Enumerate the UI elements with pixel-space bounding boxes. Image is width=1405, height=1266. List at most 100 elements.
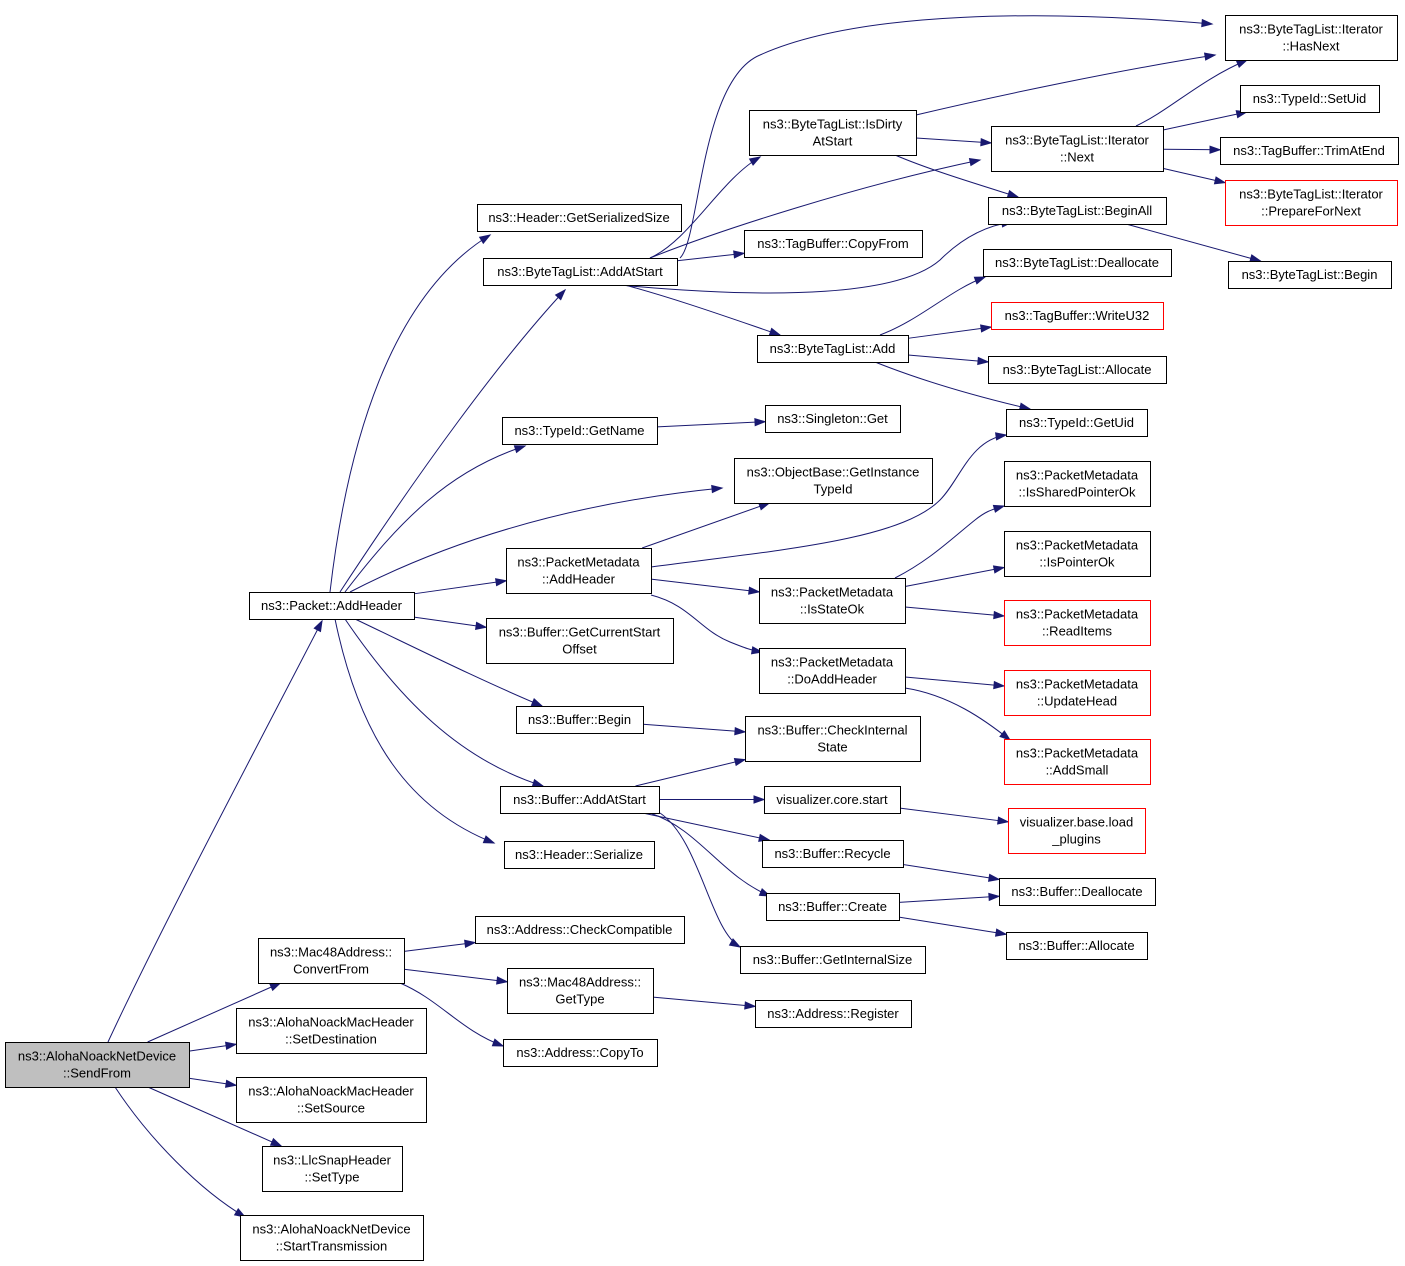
node-label: State [817, 740, 847, 755]
node-box [1004, 461, 1151, 507]
node-packetmetadata-updatehead[interactable]: ns3::PacketMetadata::UpdateHead [1004, 670, 1151, 716]
node-header-getserializedsize[interactable]: ns3::Header::GetSerializedSize [477, 204, 682, 232]
node-alohanoackmacheader-setdestination[interactable]: ns3::AlohaNoackMacHeader::SetDestination [236, 1008, 427, 1054]
edge-line [619, 221, 1013, 294]
node-visualizer-base-load-plugins[interactable]: visualizer.base.load _plugins [1008, 808, 1146, 854]
node-bytetaglist-iterator-hasnext[interactable]: ns3::ByteTagList::Iterator::HasNext [1225, 15, 1398, 61]
node-box [764, 786, 901, 814]
node-box [516, 706, 644, 734]
edge-n2-to-n17 [399, 982, 505, 1047]
node-label: _plugins [1051, 832, 1101, 847]
node-bytetaglist-beginall[interactable]: ns3::ByteTagList::BeginAll [988, 197, 1167, 225]
node-bytetaglist-add[interactable]: ns3::ByteTagList::Add [757, 335, 909, 363]
edge-line [676, 252, 745, 262]
node-buffer-addatstart[interactable]: ns3::Buffer::AddAtStart [500, 786, 660, 814]
node-buffer-deallocate[interactable]: ns3::Buffer::Deallocate [999, 878, 1156, 906]
edge-arrowhead [269, 982, 282, 992]
node-packetmetadata-issharedpointerok[interactable]: ns3::PacketMetadata::IsSharedPointerOk [1004, 461, 1151, 507]
edge-arrowhead [980, 324, 993, 333]
node-box [1004, 739, 1151, 785]
node-label: ::AddHeader [542, 572, 616, 587]
edge-arrowhead [1201, 18, 1214, 28]
node-label: ::SendFrom [63, 1066, 131, 1081]
node-bytetaglist-allocate[interactable]: ns3::ByteTagList::Allocate [988, 356, 1167, 384]
node-bytetaglist-deallocate[interactable]: ns3::ByteTagList::Deallocate [983, 249, 1172, 277]
node-tagbuffer-copyfrom[interactable]: ns3::TagBuffer::CopyFrom [744, 230, 923, 258]
node-label: ns3::TagBuffer::WriteU32 [1005, 308, 1150, 323]
node-label: ns3::Address::CheckCompatible [487, 922, 673, 937]
edge-n1-to-n8 [339, 288, 567, 593]
node-box [249, 592, 415, 620]
node-box [475, 916, 685, 944]
edge-line [879, 276, 986, 336]
node-buffer-recycle[interactable]: ns3::Buffer::Recycle [762, 840, 904, 868]
node-label: ns3::ByteTagList::Iterator [1005, 133, 1149, 148]
node-packet-addheader[interactable]: ns3::Packet::AddHeader [249, 592, 415, 620]
node-tagbuffer-trimatend[interactable]: ns3::TagBuffer::TrimAtEnd [1220, 137, 1399, 165]
node-packetmetadata-addsmall[interactable]: ns3::PacketMetadata::AddSmall [1004, 739, 1151, 785]
node-alohanoacknetdevice-sendfrom[interactable]: ns3::AlohaNoackNetDevice::SendFrom [5, 1042, 190, 1088]
node-packetmetadata-isstateok[interactable]: ns3::PacketMetadata::IsStateOk [759, 578, 906, 624]
edge-n2-to-n16 [403, 968, 509, 985]
node-typeid-setuid[interactable]: ns3::TypeId::SetUid [1240, 85, 1380, 113]
node-buffer-allocate[interactable]: ns3::Buffer::Allocate [1006, 932, 1148, 960]
node-bytetaglist-addatstart[interactable]: ns3::ByteTagList::AddAtStart [483, 258, 678, 286]
node-typeid-getname[interactable]: ns3::TypeId::GetName [502, 417, 658, 445]
node-mac48address-convertfrom[interactable]: ns3::Mac48Address::ConvertFrom [258, 938, 405, 984]
edge-line [649, 156, 761, 259]
edge-n10-to-n22 [641, 502, 771, 549]
node-box [765, 405, 901, 433]
edge-arrowhead [495, 578, 508, 587]
node-alohanoackmacheader-setsource[interactable]: ns3::AlohaNoackMacHeader::SetSource [236, 1077, 427, 1123]
node-label: visualizer.base.load [1020, 815, 1133, 830]
edge-arrowhead [496, 976, 509, 985]
node-box [991, 126, 1164, 172]
node-bytetaglist-begin[interactable]: ns3::ByteTagList::Begin [1228, 261, 1392, 289]
edge-line [107, 620, 323, 1043]
node-packetmetadata-ispointerok[interactable]: ns3::PacketMetadata::IsPointerOk [1004, 531, 1151, 577]
node-bytetaglist-iterator-preparefornext[interactable]: ns3::ByteTagList::Iterator::PrepareForNe… [1225, 180, 1398, 226]
node-alohanoacknetdevice-starttransmission[interactable]: ns3::AlohaNoackNetDevice::StartTransmiss… [240, 1215, 424, 1261]
node-label: ns3::TagBuffer::TrimAtEnd [1233, 143, 1385, 158]
node-packetmetadata-doaddheader[interactable]: ns3::PacketMetadata::DoAddHeader [759, 648, 906, 694]
edge-n23-to-n37 [894, 504, 1006, 579]
edge-line [624, 284, 781, 336]
edge-arrowhead [711, 484, 724, 494]
node-box [734, 458, 933, 504]
node-label: AtStart [813, 134, 853, 149]
node-singleton-get[interactable]: ns3::Singleton::Get [765, 405, 901, 433]
edge-arrowhead [733, 250, 746, 259]
node-llcsnapheader-settype[interactable]: ns3::LlcSnapHeader::SetType [262, 1146, 403, 1192]
edge-arrowhead [233, 1207, 247, 1218]
node-address-checkcompatible[interactable]: ns3::Address::CheckCompatible [475, 916, 685, 944]
node-label: ns3::Mac48Address:: [270, 945, 392, 960]
node-mac48address-gettype[interactable]: ns3::Mac48Address::GetType [507, 968, 654, 1014]
node-label: ns3::Buffer::Create [778, 899, 887, 914]
node-buffer-begin[interactable]: ns3::Buffer::Begin [516, 706, 644, 734]
edge-n8-to-n45 [679, 15, 1214, 259]
node-address-register[interactable]: ns3::Address::Register [755, 1000, 912, 1028]
edge-n12-to-n25 [642, 723, 747, 736]
node-buffer-getinternalsize[interactable]: ns3::Buffer::GetInternalSize [740, 946, 926, 974]
node-typeid-getuid[interactable]: ns3::TypeId::GetUid [1006, 409, 1148, 437]
edge-arrowhead [992, 504, 1006, 513]
node-tagbuffer-writeu32[interactable]: ns3::TagBuffer::WriteU32 [991, 302, 1164, 330]
node-bytetaglist-iterator-next[interactable]: ns3::ByteTagList::Iterator::Next [991, 126, 1164, 172]
node-address-copyto[interactable]: ns3::Address::CopyTo [503, 1039, 658, 1067]
edge-n16-to-n30 [652, 996, 757, 1010]
node-label: ::AddSmall [1046, 763, 1109, 778]
node-buffer-create[interactable]: ns3::Buffer::Create [766, 893, 900, 921]
node-packetmetadata-readitems[interactable]: ns3::PacketMetadata::ReadItems [1004, 600, 1151, 646]
node-header-serialize[interactable]: ns3::Header::Serialize [504, 841, 655, 869]
edge-line [413, 580, 507, 595]
node-packetmetadata-addheader[interactable]: ns3::PacketMetadata::AddHeader [506, 548, 652, 594]
node-label: ns3::Address::Register [767, 1006, 899, 1021]
node-visualizer-core-start[interactable]: visualizer.core.start [764, 786, 901, 814]
node-label: ns3::TypeId::GetUid [1019, 415, 1134, 430]
edge-line [894, 505, 1005, 579]
edge-arrowhead [224, 1079, 238, 1088]
